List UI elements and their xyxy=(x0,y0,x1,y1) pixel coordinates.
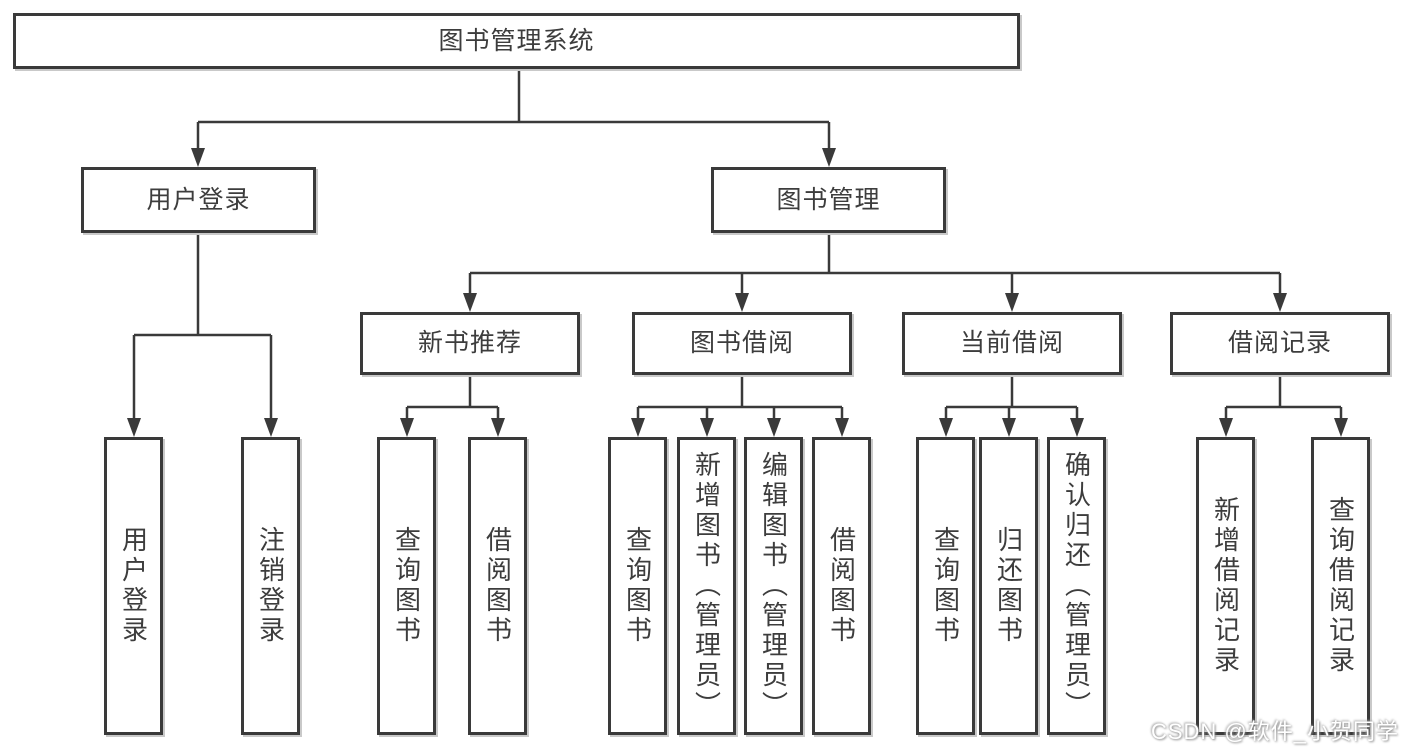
leaf-borrow-query-book: 查询图书 xyxy=(608,437,667,735)
node-book-management-label: 图书管理 xyxy=(776,185,881,214)
leaf-borrow-query-book-label: 查询图书 xyxy=(622,526,653,646)
leaf-borrow-edit-book-admin-label: 编辑图书（管理员） xyxy=(758,451,789,721)
node-book-borrow-label: 图书借阅 xyxy=(689,329,794,357)
node-root-system-label: 图书管理系统 xyxy=(438,26,595,55)
leaf-current-return-book-label: 归还图书 xyxy=(993,526,1024,646)
node-user-login: 用户登录 xyxy=(81,167,316,233)
leaf-recommend-borrow-book: 借阅图书 xyxy=(468,437,527,735)
leaf-borrow-edit-book-admin: 编辑图书（管理员） xyxy=(744,437,803,735)
node-current-borrow-label: 当前借阅 xyxy=(959,329,1064,357)
leaf-current-return-book: 归还图书 xyxy=(979,437,1038,735)
leaf-borrow-add-book-admin: 新增图书（管理员） xyxy=(677,437,736,735)
leaf-logout-label: 注销登录 xyxy=(255,526,286,646)
leaf-current-confirm-return-admin: 确认归还（管理员） xyxy=(1047,437,1106,735)
leaf-current-query-book: 查询图书 xyxy=(916,437,975,735)
node-user-login-label: 用户登录 xyxy=(146,185,251,214)
leaf-record-query-borrow-record: 查询借阅记录 xyxy=(1311,437,1370,735)
leaf-current-query-book-label: 查询图书 xyxy=(930,526,961,646)
node-new-book-recommend: 新书推荐 xyxy=(360,312,580,375)
leaf-user-login: 用户登录 xyxy=(104,437,163,735)
arrowheads xyxy=(127,148,1348,437)
leaf-recommend-query-book-label: 查询图书 xyxy=(391,526,422,646)
leaf-record-add-borrow-record: 新增借阅记录 xyxy=(1196,437,1255,735)
leaf-borrow-borrow-book: 借阅图书 xyxy=(812,437,871,735)
leaf-logout: 注销登录 xyxy=(241,437,300,735)
leaf-user-login-label: 用户登录 xyxy=(118,526,149,646)
leaf-current-confirm-return-admin-label: 确认归还（管理员） xyxy=(1061,451,1092,721)
leaf-borrow-borrow-book-label: 借阅图书 xyxy=(826,526,857,646)
node-new-book-recommend-label: 新书推荐 xyxy=(417,329,522,357)
node-current-borrow: 当前借阅 xyxy=(902,312,1122,375)
leaf-record-query-borrow-record-label: 查询借阅记录 xyxy=(1325,496,1356,676)
node-borrow-record: 借阅记录 xyxy=(1170,312,1390,375)
node-borrow-record-label: 借阅记录 xyxy=(1227,329,1332,357)
leaf-record-add-borrow-record-label: 新增借阅记录 xyxy=(1210,496,1241,676)
node-root-system: 图书管理系统 xyxy=(13,13,1020,69)
node-book-borrow: 图书借阅 xyxy=(632,312,852,375)
leaf-recommend-borrow-book-label: 借阅图书 xyxy=(482,526,513,646)
leaf-borrow-add-book-admin-label: 新增图书（管理员） xyxy=(691,451,722,721)
node-book-management: 图书管理 xyxy=(711,167,946,233)
csdn-watermark: CSDN @软件_小贺同学 xyxy=(1150,719,1399,744)
leaf-recommend-query-book: 查询图书 xyxy=(377,437,436,735)
